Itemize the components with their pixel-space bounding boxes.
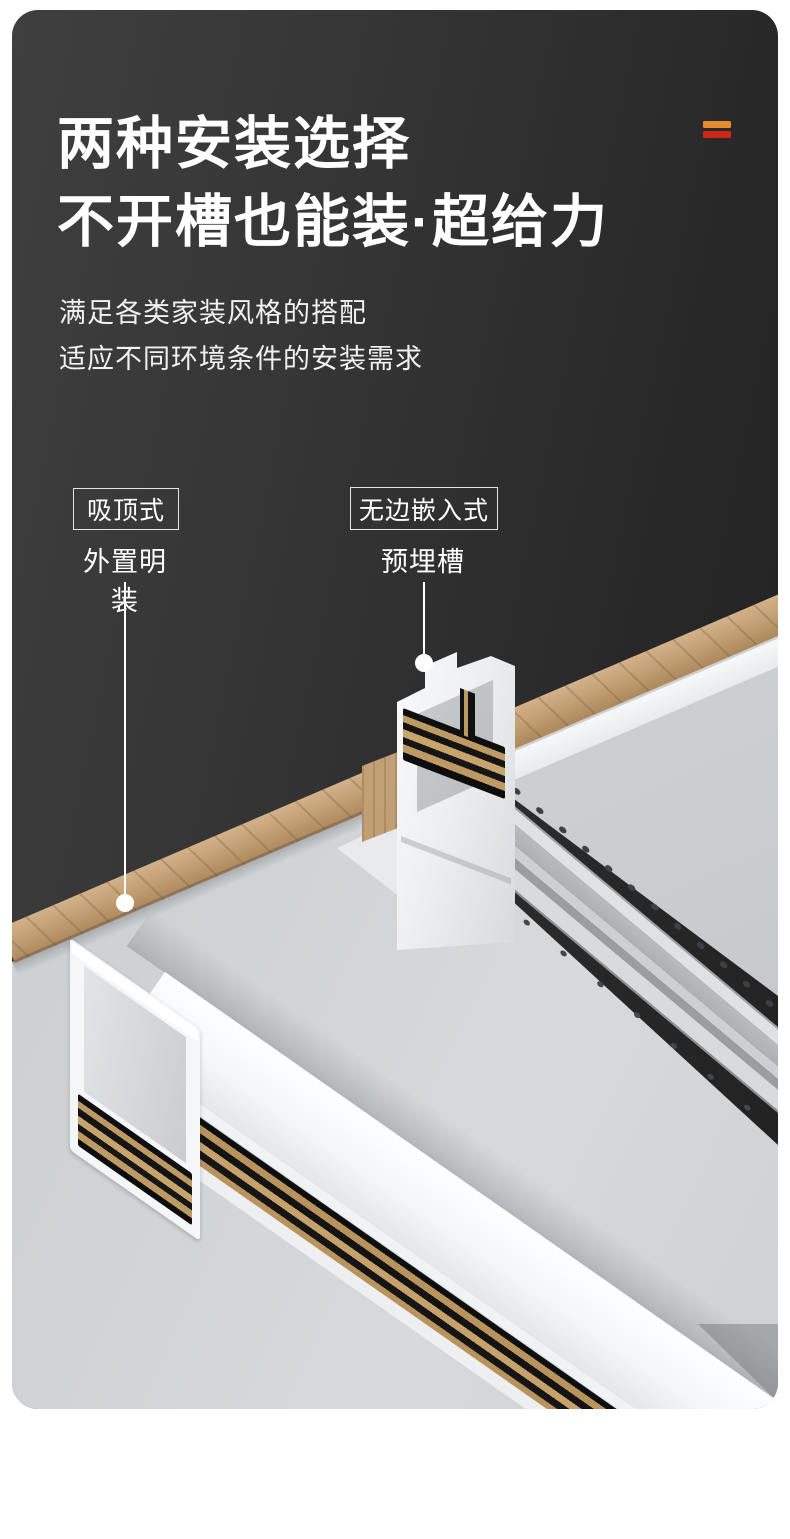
page-title-line1: 两种安装选择 — [57, 112, 411, 176]
recessed-profile-cross-section — [395, 650, 517, 950]
promo-card: 两种安装选择 不开槽也能装·超给力 满足各类家装风格的搭配 适应不同环境条件的安… — [12, 10, 778, 1409]
leader-dot-right — [415, 654, 433, 672]
leader-line-right — [423, 582, 425, 654]
logo-bar-orange — [703, 121, 731, 128]
page-title-line2: 不开槽也能装·超给力 — [57, 190, 609, 254]
label-ceiling-mounted: 吸顶式 — [73, 488, 179, 530]
leader-dot-left — [116, 894, 134, 912]
profile-side-conductor — [460, 688, 475, 740]
subtitle-line2: 适应不同环境条件的安装需求 — [59, 344, 423, 374]
brand-equals-icon — [703, 121, 731, 139]
logo-bar-red — [703, 131, 731, 138]
caption-preembedded-slot: 预埋槽 — [381, 547, 465, 577]
label-recessed-borderless: 无边嵌入式 — [350, 487, 498, 530]
subtitle-line1: 满足各类家装风格的搭配 — [59, 298, 367, 328]
profile-body — [397, 652, 515, 950]
leader-line-left — [124, 582, 126, 894]
